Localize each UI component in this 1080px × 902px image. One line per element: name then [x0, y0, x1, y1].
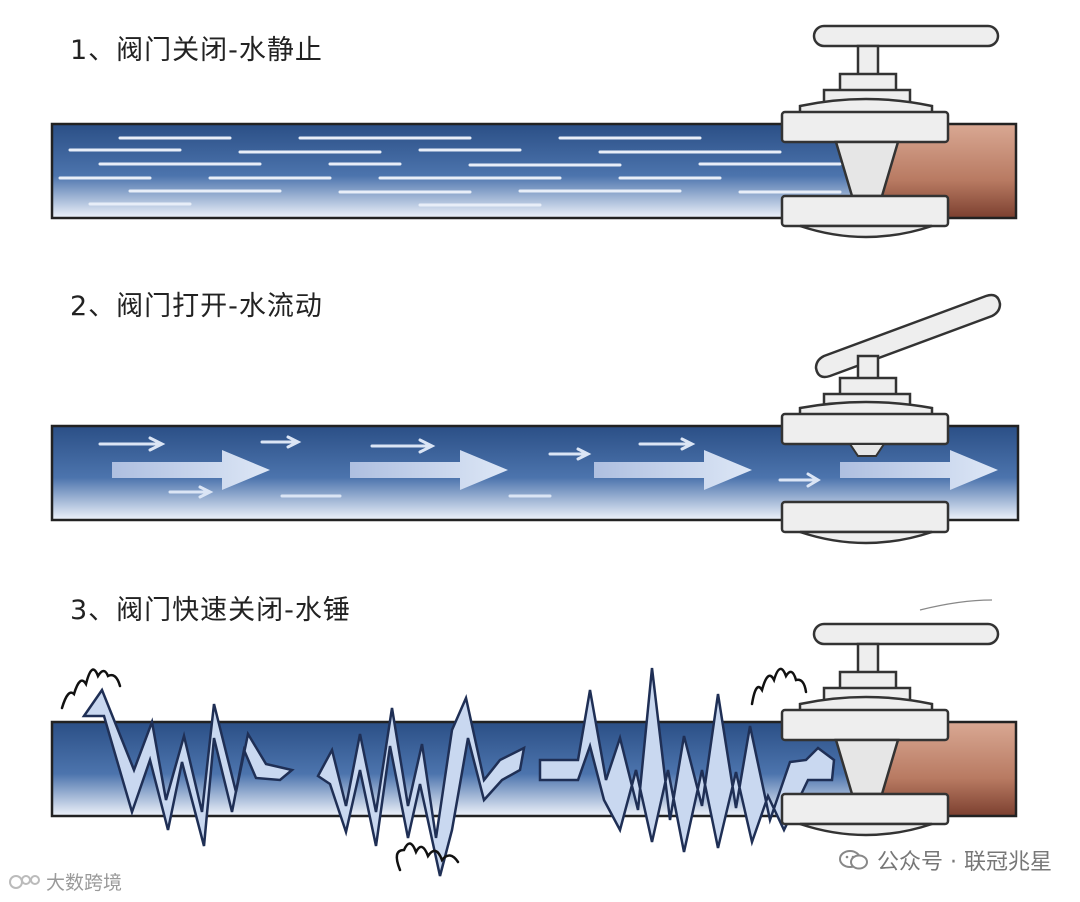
panel-3-noise-squiggles — [60, 667, 808, 872]
panel-1-title: 1、阀门关闭-水静止 — [70, 35, 323, 66]
brand-logo-icon — [9, 874, 40, 889]
panel-2-valve-gate — [848, 443, 886, 457]
panel-3-valve-bottom-flange — [780, 792, 950, 826]
panel-3-title: 3、阀门快速关闭-水锤 — [70, 595, 351, 626]
panel-2-valve-top-flange — [780, 412, 950, 446]
watermark-left-text: 大数跨境 — [46, 872, 123, 894]
panel-1-valve-bottom-flange — [780, 194, 950, 228]
panel-3-pressure-waves — [81, 667, 836, 877]
panel-1-valve-stem — [856, 44, 880, 78]
panel-2-valve-bottom-dome — [799, 530, 933, 545]
panel-1-valve-closed — [50, 24, 1018, 239]
panel-3-valve-stem — [856, 642, 880, 676]
panel-2-valve-stem — [856, 354, 880, 382]
watermark-right-text: 公众号 · 联冠兆星 — [877, 850, 1052, 875]
wechat-icon — [839, 850, 869, 870]
panel-3-motion-streak — [919, 599, 993, 611]
panel-2-valve-bottom-flange — [780, 500, 950, 534]
panel-2-title: 2、阀门打开-水流动 — [70, 291, 323, 322]
panel-2-valve-open — [50, 293, 1020, 545]
panel-1-valve-top-flange — [780, 110, 950, 144]
panel-2-small-arrows — [98, 435, 821, 499]
panel-2-valve-handle — [814, 293, 1002, 379]
panel-2-flow-arrows — [112, 450, 998, 490]
watermark-wechat: 公众号 · 联冠兆星 — [839, 844, 1052, 876]
panel-1-valve-handle — [812, 24, 1000, 48]
panel-1-valve-bottom-dome — [799, 224, 933, 239]
panel-3-valve-top-flange — [780, 708, 950, 742]
watermark-brand: 大数跨境 — [8, 868, 122, 895]
panel-3-water-hammer — [50, 599, 1018, 877]
panel-3-valve-dome — [798, 695, 934, 714]
panel-2-valve-dome — [798, 400, 934, 418]
panel-3-valve-bottom-dome — [799, 822, 933, 837]
panel-1-valve-dome — [798, 97, 934, 116]
panel-1-still-water-lines — [58, 136, 842, 207]
panel-3-valve-handle — [812, 622, 1000, 646]
